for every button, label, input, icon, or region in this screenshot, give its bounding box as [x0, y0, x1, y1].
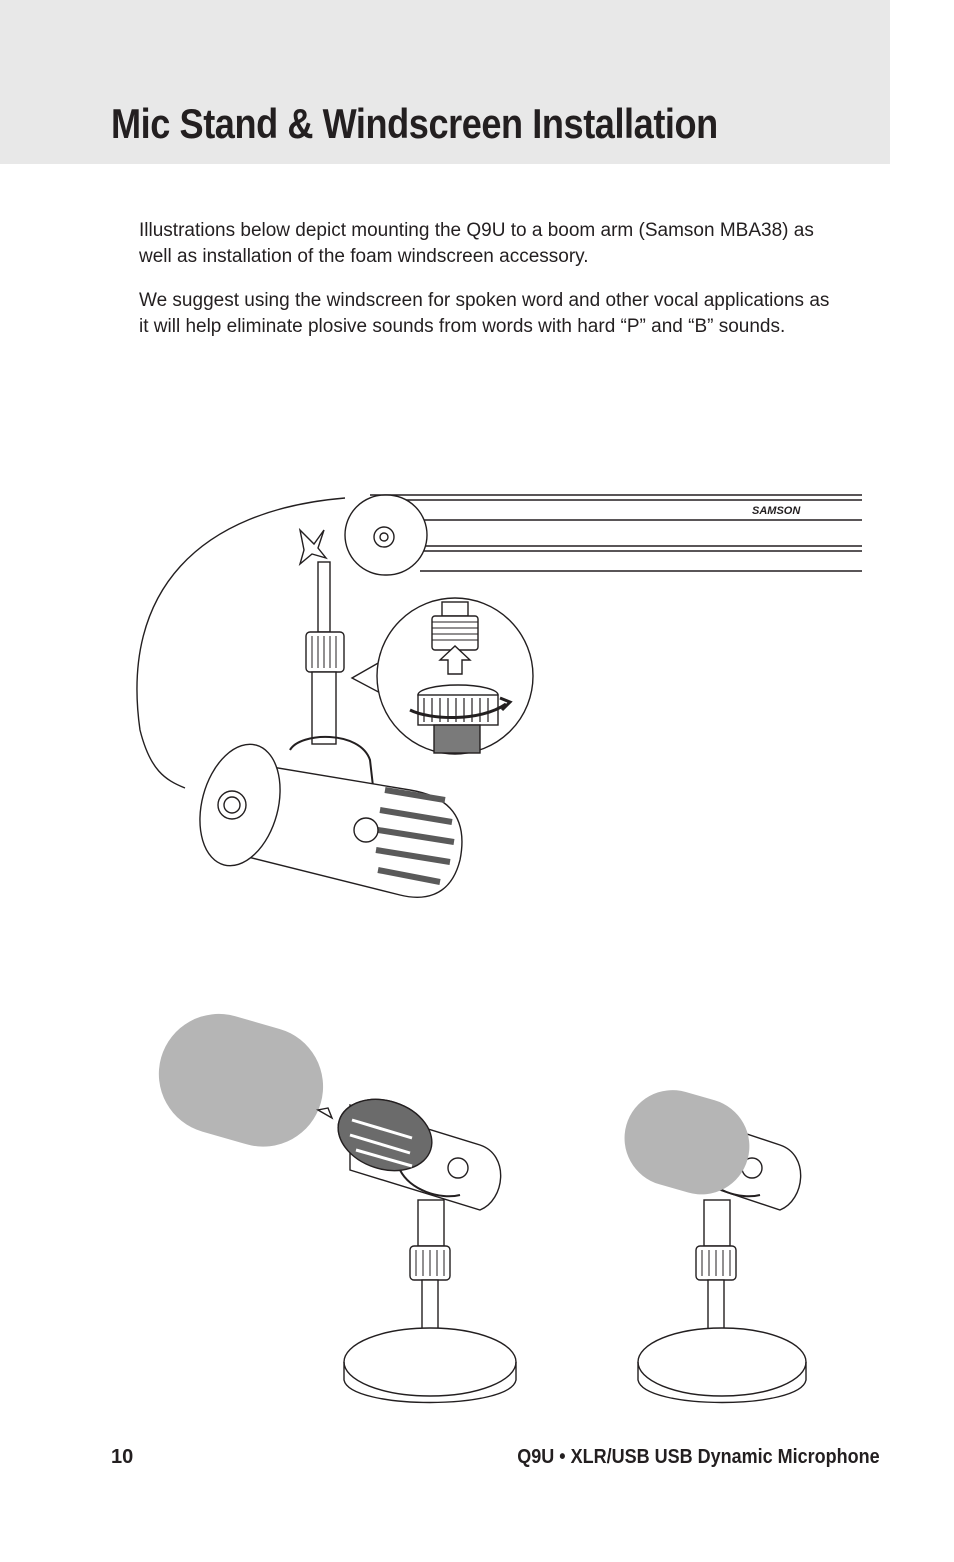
intro-paragraph: Illustrations below depict mounting the … — [139, 220, 814, 267]
footer-product-name: Q9U • XLR/USB USB Dynamic Microphone — [517, 1446, 880, 1468]
microphone-body — [199, 743, 463, 898]
windscreen-after — [624, 1090, 807, 1404]
windscreen-suggestion-paragraph: We suggest using the windscreen for spok… — [139, 290, 830, 337]
mount-detail-callout — [350, 597, 534, 755]
windscreen-install-illustration — [158, 1013, 807, 1404]
mic-yoke — [289, 735, 379, 831]
boom-arm — [344, 494, 862, 576]
boom-brand-label: SAMSON — [752, 505, 801, 517]
boom-arm-mount-illustration: SAMSON — [136, 494, 862, 898]
windscreen-before — [158, 1013, 517, 1404]
wing-nut — [298, 527, 328, 566]
page-title: Mic Stand & Windscreen Installation — [111, 100, 718, 147]
usb-cable — [136, 497, 346, 789]
page-number: 10 — [111, 1446, 134, 1468]
header-band — [0, 0, 890, 164]
